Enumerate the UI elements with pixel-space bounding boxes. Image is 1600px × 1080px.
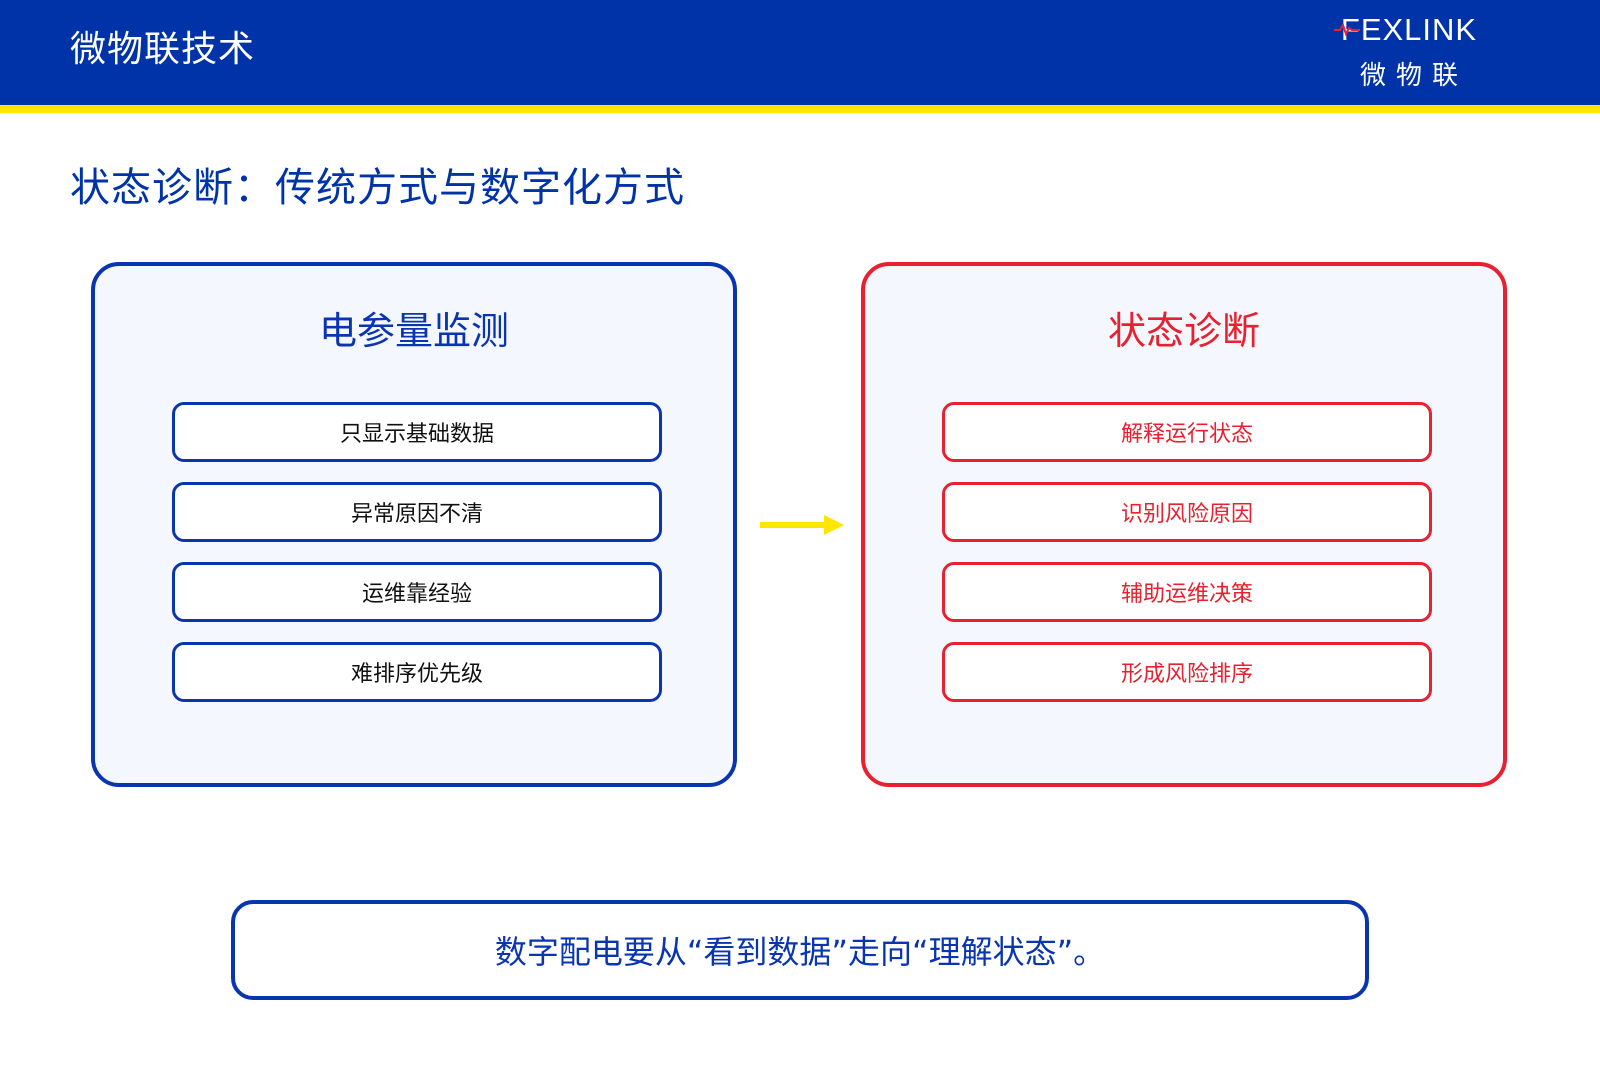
logo-wordmark-text: FEXLINK [1340, 12, 1478, 47]
digital-item: 解释运行状态 [942, 402, 1432, 462]
right-arrow-icon [760, 515, 844, 535]
header-accent-stripe [0, 105, 1600, 113]
traditional-item-list: 只显示基础数据 异常原因不清 运维靠经验 难排序优先级 [172, 402, 662, 722]
logo-chinese: 微物联 [1359, 61, 1468, 91]
panel-digital: 状态诊断 解释运行状态 识别风险原因 辅助运维决策 形成风险排序 [861, 262, 1507, 787]
traditional-item: 运维靠经验 [172, 562, 662, 622]
digital-item: 辅助运维决策 [942, 562, 1432, 622]
logo-wordmark: FEXLINK [1334, 12, 1484, 48]
panel-traditional: 电参量监测 只显示基础数据 异常原因不清 运维靠经验 难排序优先级 [91, 262, 737, 787]
panel-title-traditional: 电参量监测 [318, 309, 509, 353]
traditional-item: 异常原因不清 [172, 482, 662, 542]
header-bar: 微物联技术 FEXLINK 微物联 [0, 0, 1600, 105]
traditional-item: 难排序优先级 [172, 642, 662, 702]
slide-title: 状态诊断：传统方式与数字化方式 [70, 165, 685, 211]
digital-item: 识别风险原因 [942, 482, 1432, 542]
pulse-line-icon [1334, 22, 1360, 36]
header-title: 微物联技术 [70, 29, 256, 70]
traditional-item: 只显示基础数据 [172, 402, 662, 462]
panel-title-digital: 状态诊断 [1107, 309, 1260, 353]
digital-item: 形成风险排序 [942, 642, 1432, 702]
conclusion-statement: 数字配电要从“看到数据”走向“理解状态”。 [231, 900, 1369, 1000]
brand-logo: FEXLINK 微物联 [1334, 12, 1484, 96]
digital-item-list: 解释运行状态 识别风险原因 辅助运维决策 形成风险排序 [942, 402, 1432, 722]
